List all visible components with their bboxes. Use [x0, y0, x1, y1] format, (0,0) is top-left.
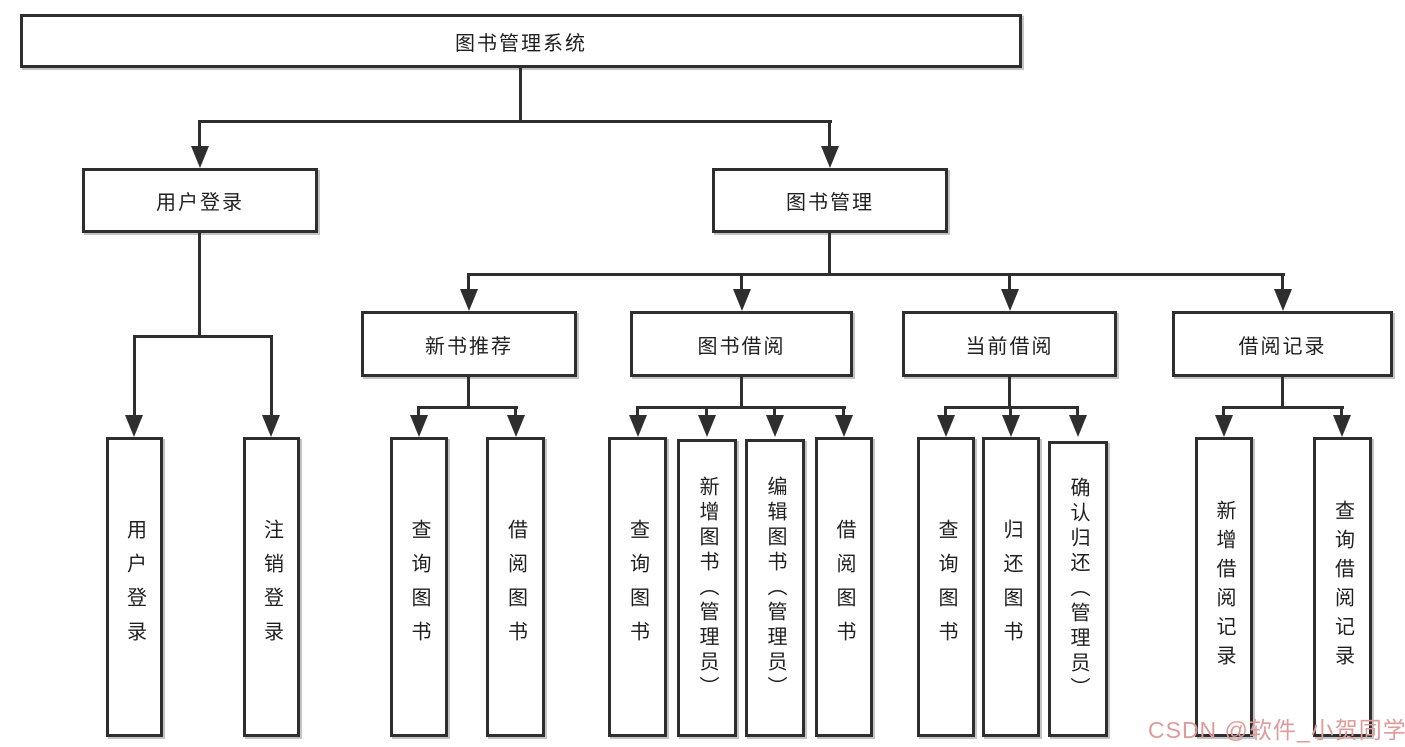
node-book-borrowing: 图书借阅 [630, 311, 853, 377]
arrow-down-icon [410, 415, 428, 437]
connector-vline [198, 233, 201, 335]
connector-vline [467, 273, 470, 291]
node-label: 图书管理系统 [455, 32, 587, 55]
arrow-down-icon [460, 289, 478, 311]
node-borrowing-records: 借阅记录 [1172, 311, 1393, 377]
connector-vline [1281, 273, 1284, 291]
connector-vline [944, 406, 947, 417]
csdn-watermark: CSDN @软件_小贺同学 [1148, 717, 1405, 743]
leaf-label: 借阅图书 [504, 519, 527, 655]
leaf-label: 查询借阅记录 [1331, 500, 1354, 674]
connector-vline [133, 335, 136, 417]
connector-vline [467, 377, 470, 406]
leaf-label: 查询图书 [626, 519, 649, 655]
connector-hline [417, 406, 518, 409]
connector-vline [773, 406, 776, 417]
arrow-down-icon [733, 289, 751, 311]
connector-vline [417, 406, 420, 417]
connector-vline [1008, 377, 1011, 406]
node-label: 用户登录 [156, 192, 244, 214]
connector-vline [198, 120, 201, 148]
leaf-label: 借阅图书 [833, 519, 855, 655]
leaf-recommend-query-books: 查询图书 [390, 437, 448, 737]
leaf-label: 确认归还（管理员） [1067, 476, 1089, 702]
leaf-label: 新增借阅记录 [1213, 500, 1235, 674]
leaf-label: 编辑图书（管理员） [764, 475, 786, 701]
arrow-down-icon [821, 146, 839, 168]
leaf-label: 用户登录 [123, 519, 146, 655]
connector-vline [514, 406, 517, 417]
leaf-label: 查询图书 [935, 519, 957, 655]
connector-vline [740, 377, 743, 406]
leaf-records-query-borrow-record: 查询借阅记录 [1313, 437, 1372, 737]
connector-hline [467, 273, 1285, 276]
leaf-borrowing-borrow-books: 借阅图书 [815, 437, 873, 737]
leaf-current-return-books: 归还图书 [982, 437, 1040, 737]
arrow-down-icon [507, 415, 525, 437]
arrow-down-icon [698, 415, 716, 437]
leaf-label: 注销登录 [260, 519, 283, 655]
leaf-borrowing-add-books-admin: 新增图书（管理员） [677, 439, 737, 737]
leaf-records-add-borrow-record: 新增借阅记录 [1195, 437, 1253, 737]
node-book-management: 图书管理 [712, 168, 948, 233]
connector-hline [198, 120, 832, 123]
leaf-borrowing-edit-books-admin: 编辑图书（管理员） [745, 439, 805, 737]
connector-hline [133, 335, 273, 338]
arrow-down-icon [1333, 415, 1351, 437]
connector-vline [828, 233, 831, 273]
connector-hline [636, 406, 846, 409]
arrow-down-icon [1069, 415, 1087, 437]
connector-vline [1222, 406, 1225, 417]
connector-vline [842, 406, 845, 417]
node-label: 图书管理 [786, 192, 874, 214]
arrow-down-icon [191, 146, 209, 168]
leaf-recommend-borrow-books: 借阅图书 [486, 437, 545, 737]
leaf-label: 查询图书 [408, 519, 430, 655]
connector-vline [519, 68, 522, 120]
arrow-down-icon [629, 415, 647, 437]
node-label: 借阅记录 [1238, 335, 1327, 358]
connector-vline [1281, 377, 1284, 406]
arrow-down-icon [125, 415, 143, 437]
arrow-down-icon [1215, 415, 1233, 437]
leaf-label: 归还图书 [1000, 519, 1022, 655]
connector-vline [828, 120, 831, 148]
leaf-user-login: 用户登录 [106, 437, 163, 737]
leaf-label: 新增图书（管理员） [696, 475, 718, 701]
node-label: 当前借阅 [965, 335, 1054, 358]
node-current-borrowing: 当前借阅 [902, 311, 1117, 377]
arrow-down-icon [1001, 289, 1019, 311]
connector-vline [705, 406, 708, 417]
connector-vline [1008, 273, 1011, 291]
connector-hline [1222, 406, 1344, 409]
node-label: 图书借阅 [697, 335, 786, 358]
node-root: 图书管理系统 [20, 14, 1022, 68]
arrow-down-icon [1274, 289, 1292, 311]
arrow-down-icon [262, 415, 280, 437]
arrow-down-icon [835, 415, 853, 437]
leaf-current-confirm-return-admin: 确认归还（管理员） [1048, 441, 1108, 737]
node-new-book-recommendation: 新书推荐 [361, 311, 577, 377]
arrow-down-icon [937, 415, 955, 437]
connector-vline [1076, 406, 1079, 417]
node-label: 新书推荐 [425, 335, 513, 358]
leaf-borrowing-query-books: 查询图书 [608, 437, 667, 737]
arrow-down-icon [766, 415, 784, 437]
connector-vline [1340, 406, 1343, 417]
connector-vline [1009, 406, 1012, 417]
connector-vline [270, 335, 273, 417]
connector-vline [636, 406, 639, 417]
arrow-down-icon [1002, 415, 1020, 437]
node-user-login: 用户登录 [82, 168, 318, 233]
leaf-current-query-books: 查询图书 [917, 437, 975, 737]
connector-vline [740, 273, 743, 291]
leaf-logout: 注销登录 [243, 437, 300, 737]
